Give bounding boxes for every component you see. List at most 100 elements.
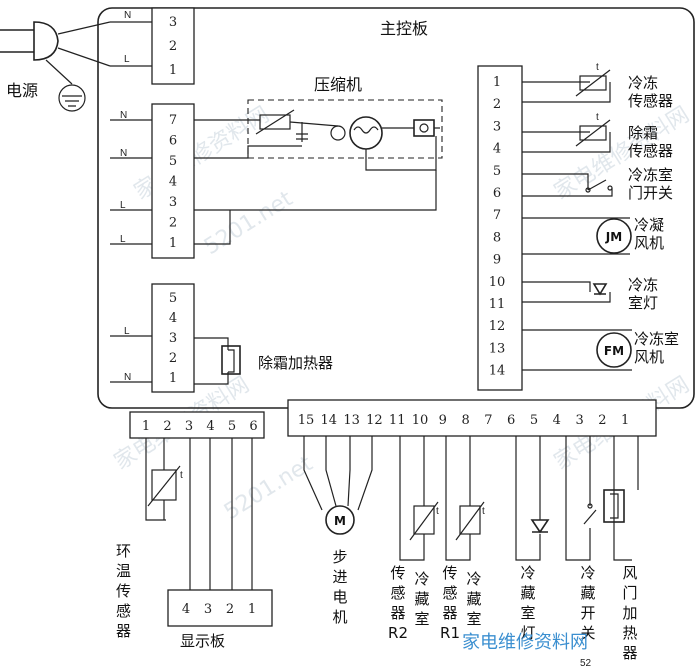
fridge-sensor-r1-label-char: 传 [442,564,457,582]
fridge-sensor-r2-top-char: 藏 [414,590,429,608]
compressor-label: 压缩机 [314,75,362,94]
display-board-pin: 4 [182,602,190,617]
ambient-sensor-mark: t [180,470,183,481]
fridge-sensor-r1-label-char: 感 [442,584,457,602]
compressor-pin: 5 [169,154,177,169]
fridge-sensor-r2-icon [413,505,435,535]
right-device-label-line1: 冷冻 [628,74,658,92]
right-device-label-line1: 除霜 [628,124,658,142]
fridge-sensor-r1-top-char: 室 [466,610,481,628]
fridge-lamp-label-char: 冷 [520,564,535,582]
right-connector-pin: 11 [489,297,506,312]
power-pin: 3 [169,15,177,30]
right-connector-pin: 3 [493,119,501,134]
defrost-pin: 1 [169,371,177,386]
display-board-pin: 3 [204,602,212,617]
fridge-sensor-r2-label-char: 感 [390,584,405,602]
bottom-right-pin: 1 [621,413,629,428]
power-label: 电源 [6,81,38,100]
fridge-sensor-r1-mark: t [482,506,485,517]
bottom-left-pin: 4 [206,419,214,434]
right-connector-pin: 7 [493,208,501,223]
bottom-right-pin: 5 [530,413,538,428]
fridge-sensor-r1-icon [459,505,481,535]
ambient-sensor-label-char: 器 [116,622,131,640]
defrost-pin: 5 [169,291,177,306]
right-device-label-line1: 冷凝 [634,216,664,234]
compressor-side-label: L [120,234,126,245]
capacitor-icon [296,132,308,142]
right-device-label-line2: 室灯 [628,294,658,312]
stepper-motor-label-char: 进 [332,568,347,586]
compressor-pin: 4 [169,175,177,190]
right-connector-pin: 9 [493,253,501,268]
stepper-motor-label-char: 电 [332,588,347,606]
damper-heater-label-char: 热 [622,624,637,642]
display-board-pin: 2 [226,602,234,617]
watermark-url-1: 5201.net [200,186,298,260]
ambient-sensor-label-char: 传 [116,582,131,600]
bottom-right-pin: 12 [366,413,383,428]
freezer-fan-motor-icon [596,332,632,368]
right-device-label-line2: 门开关 [628,184,673,202]
fridge-sensor-r1-top-char: 藏 [466,590,481,608]
fridge-door-switch-icon [583,509,597,525]
main-board-title: 主控板 [380,19,428,38]
watermark: 家电维修资料网 5201.net 家电维修资料网 5201.net 家电维修资料… [110,102,694,525]
right-connector-pin: 12 [489,319,506,334]
freezer-lamp-icon [592,283,608,296]
compressor-pin: 3 [169,195,177,210]
stepper-motor-label-char: 机 [332,608,347,626]
stepper-motor-label: M [334,514,346,528]
damper-heater-label-char: 门 [622,584,637,602]
fridge-lamp-label-char: 室 [520,604,535,622]
damper-heater-icon [603,489,625,523]
condenser-fan-motor-label: JM [605,230,622,244]
damper-heater-label-char: 风 [622,564,637,582]
fridge-switch-label-char: 冷 [580,564,595,582]
fridge-sensor-r2-label-char: R2 [388,624,408,642]
compressor-pin: 1 [169,236,177,251]
compressor-side-label: N [120,148,127,159]
fridge-sensor-r2-label-char: 传 [390,564,405,582]
compressor-pin: 6 [169,134,177,149]
right-connector-pin: 4 [493,142,501,157]
right-connector-pin: 6 [493,186,501,201]
compressor-pin: 7 [169,113,177,128]
fridge-sensor-r2-mark: t [436,506,439,517]
right-connector-pin: 10 [489,275,506,290]
freezer-sensor-icon [579,75,607,91]
ambient-sensor-icon [151,469,177,501]
plug-prongs [0,29,34,53]
compressor-side-label: N [120,110,127,121]
bottom-left-pin: 5 [228,419,236,434]
defrost-heater-label: 除霜加热器 [258,354,333,372]
stepper-motor-label-char: 步 [332,548,347,566]
defrost-sensor-mark: t [596,112,599,123]
overload-protector-icon [413,119,435,137]
damper-heater-label-char: 加 [622,604,637,622]
fridge-sensor-r1-label-char: R1 [440,624,460,642]
right-device-label-line2: 传感器 [628,92,673,110]
freezer-sensor-mark: t [596,62,599,73]
defrost-heater-icon [221,345,241,375]
ambient-sensor-label-char: 温 [116,562,131,580]
bottom-right-connector [287,399,657,437]
brand-watermark-tail: 52 [580,658,592,669]
compressor-dashed-box [247,99,443,159]
defrost-pin: 2 [169,351,177,366]
bottom-right-pin: 11 [389,413,406,428]
fridge-switch-label-char: 藏 [580,584,595,602]
bottom-right-pin: 2 [598,413,606,428]
power-connector [151,7,195,85]
fridge-switch-label-char: 开 [580,604,595,622]
display-board-pin: 1 [248,602,256,617]
bottom-right-pin: 4 [553,413,561,428]
plug-icon [33,21,59,61]
